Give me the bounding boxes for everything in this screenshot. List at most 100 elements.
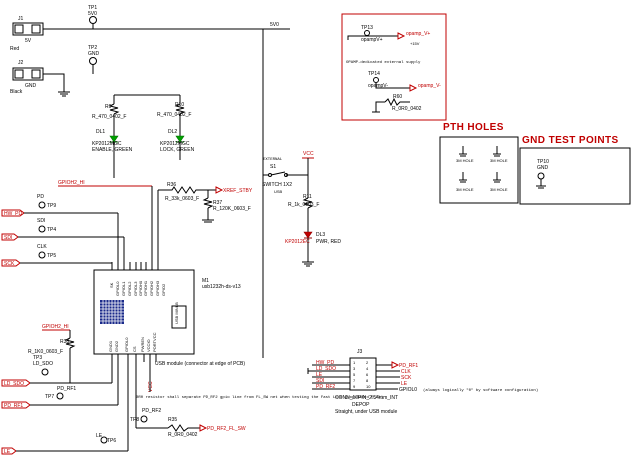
resistor-r36: R36 R_33k_0603_F: [158, 182, 208, 202]
svg-text:4: 4: [366, 366, 369, 371]
svg-text:3M HOLE: 3M HOLE: [490, 158, 508, 163]
svg-text:PD_RF1: PD_RF1: [399, 363, 418, 369]
resistor-r10: R10 R_470_0402_F: [157, 95, 191, 136]
svg-text:TP9: TP9: [47, 203, 56, 209]
svg-text:opampV-: opampV-: [368, 83, 388, 89]
test-point-tp2: TP2 GND: [88, 45, 100, 74]
svg-text:GPIOH0: GPIOH0: [138, 280, 143, 296]
svg-text:R_470_0402_F: R_470_0402_F: [92, 114, 126, 120]
led-dl3: DL3 KP2012EC PWR, RED: [285, 231, 341, 267]
module-bottom-pins: GND1 GND2 GPIOL0 CS PWREN VCCIO PORTVCC: [108, 332, 157, 440]
test-point-tp1: TP1 5V0: [88, 5, 97, 29]
svg-text:TP2: TP2: [88, 45, 97, 51]
svg-text:M1: M1: [202, 278, 209, 284]
ground-symbol: [58, 91, 70, 97]
svg-text:TP10: TP10: [537, 159, 549, 165]
svg-text:XREF_STBY: XREF_STBY: [223, 188, 253, 194]
gnd-test-points-title: GND TEST POINTS: [522, 135, 619, 146]
net-hw-pd: HW_PD PD TP9: [1, 194, 119, 270]
module-note: USB module (connector at edge of PCB): [155, 361, 245, 367]
svg-text:CLK: CLK: [37, 244, 47, 250]
svg-text:CONN_10PIN_2.54mm_INT: CONN_10PIN_2.54mm_INT: [335, 395, 398, 401]
svg-text:1: 1: [353, 360, 356, 365]
svg-text:USB: USB: [274, 189, 283, 194]
svg-text:GPIOH2: GPIOH2: [149, 280, 154, 296]
led-dl2: DL2 KP2012MGC LOCK, GREEN: [160, 129, 195, 160]
svg-text:TP13: TP13: [361, 25, 373, 31]
svg-text:SK: SK: [109, 282, 114, 288]
svg-text:SDI: SDI: [4, 235, 12, 241]
svg-text:KP2012MGC: KP2012MGC: [160, 141, 190, 147]
svg-text:R11: R11: [303, 194, 312, 200]
svg-text:TP5: TP5: [47, 253, 56, 259]
svg-text:5V0: 5V0: [88, 11, 97, 17]
svg-text:PWR, RED: PWR, RED: [316, 239, 341, 245]
svg-text:PWREN: PWREN: [140, 337, 145, 352]
svg-text:VCCIO: VCCIO: [146, 339, 151, 352]
svg-text:KP2012EC: KP2012EC: [285, 239, 310, 245]
pth-holes-title: PTH HOLES: [443, 122, 504, 133]
svg-text:HW_PD: HW_PD: [4, 211, 22, 217]
svg-text:GPIOL3: GPIOL3: [133, 281, 138, 296]
svg-text:ENABLE, GREEN: ENABLE, GREEN: [92, 147, 133, 153]
svg-text:PD_RF2_FL_SW: PD_RF2_FL_SW: [207, 426, 246, 432]
module-top-pins: SK GPIOL0 GPIOL1 GPIOL2 GPIOL3 GPIOH0 GP…: [109, 262, 166, 296]
svg-text:R_0R0_0402: R_0R0_0402: [392, 106, 422, 112]
module-chip-grid: [100, 300, 124, 324]
svg-text:VCC: VCC: [303, 151, 314, 157]
svg-text:R60: R60: [393, 94, 402, 100]
svg-text:TP6: TP6: [107, 438, 116, 444]
svg-text:TP8: TP8: [130, 417, 139, 423]
svg-text:3M HOLE: 3M HOLE: [456, 158, 474, 163]
svg-text:TP3: TP3: [33, 355, 42, 361]
svg-text:+15V: +15V: [410, 41, 420, 46]
svg-text:R_120K_0603_F: R_120K_0603_F: [213, 206, 251, 212]
svg-text:PORTVCC: PORTVCC: [152, 332, 157, 352]
svg-text:R37: R37: [213, 200, 222, 206]
svg-text:GND: GND: [537, 165, 549, 171]
svg-text:S1: S1: [270, 164, 276, 170]
j3-gpiol0-note: (always logically "0" by software config…: [423, 388, 538, 393]
svg-text:opampV+: opampV+: [361, 37, 383, 43]
svg-text:LD_SDO: LD_SDO: [33, 361, 53, 367]
svg-text:GND: GND: [88, 51, 100, 57]
svg-text:CLK: CLK: [401, 369, 411, 375]
j3-pin-numbers: 1 3 5 7 9 2 4 6 8 10: [353, 360, 371, 389]
svg-text:VCC: VCC: [148, 381, 154, 392]
svg-text:GPIOH2_HI: GPIOH2_HI: [58, 180, 85, 186]
svg-text:GPIOH3: GPIOH3: [155, 280, 160, 296]
svg-text:5: 5: [353, 372, 356, 377]
opamp-supply-box: TP13 opampV+ opamp_V+ +15V OPAMP-dedicat…: [341, 13, 447, 121]
svg-text:PD_RF1: PD_RF1: [57, 386, 76, 392]
j3-left-nets: HW_PD LD_SDO LE SDI PD_RF2: [307, 360, 350, 390]
svg-text:R10: R10: [175, 102, 184, 108]
svg-text:PD_RF2: PD_RF2: [142, 408, 161, 414]
hole-2: 3M HOLE: [490, 146, 508, 163]
svg-text:TP7: TP7: [45, 394, 54, 400]
svg-text:R_470_0402_F: R_470_0402_F: [157, 112, 191, 118]
svg-text:TP4: TP4: [47, 227, 56, 233]
note-r-fl-line: 0R0 resistor shall separate PD_RF2 gpio …: [136, 395, 383, 400]
svg-text:TP1: TP1: [88, 5, 97, 11]
svg-text:6: 6: [366, 372, 369, 377]
svg-text:GPIOH2_HI: GPIOH2_HI: [42, 324, 69, 330]
resistor-r35: R35 R_0R0_0402 PD_RF2_FL_SW: [167, 417, 246, 438]
svg-text:DL3: DL3: [316, 232, 325, 238]
svg-text:TP14: TP14: [368, 71, 380, 77]
hole-3: 3M HOLE: [456, 172, 474, 192]
svg-text:Straight, under USB module: Straight, under USB module: [335, 409, 397, 415]
svg-text:SDI: SDI: [37, 218, 45, 224]
svg-text:CS: CS: [132, 346, 137, 352]
svg-text:GND2: GND2: [114, 340, 119, 352]
module-m1: M1 usb1232h-ds-v13 USB MINI-B USB module…: [93, 262, 245, 440]
connector-j2: J2 GND Black: [10, 60, 70, 97]
svg-text:R_33k_0603_F: R_33k_0603_F: [165, 196, 199, 202]
svg-text:DEPOP: DEPOP: [352, 402, 370, 408]
svg-text:R36: R36: [167, 182, 176, 188]
hole-1: 3M HOLE: [456, 146, 474, 163]
j1-ref: J1: [18, 16, 24, 22]
svg-text:J3: J3: [357, 349, 363, 355]
svg-text:7: 7: [353, 378, 356, 383]
net-xref-stby: XREF_STBY: [208, 186, 253, 194]
